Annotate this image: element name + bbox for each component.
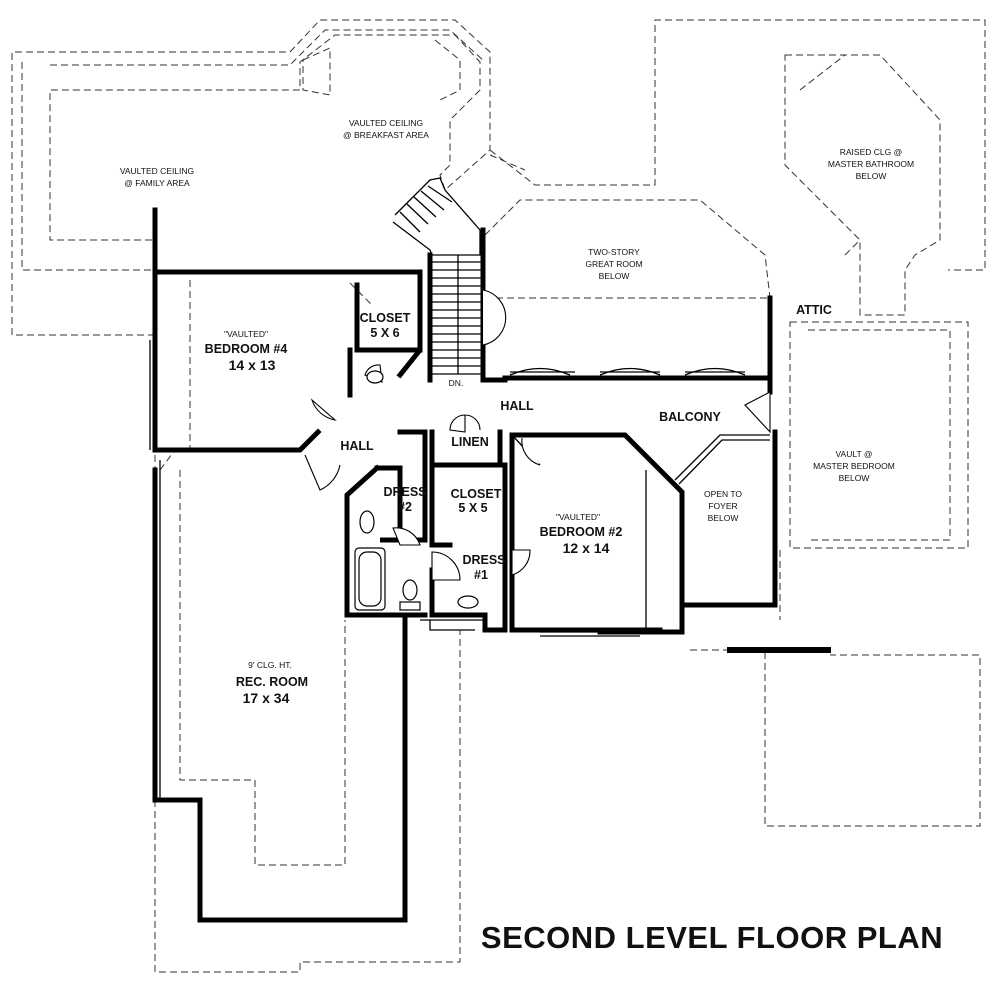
- vaulted-breakfast-line1: VAULTED CEILING: [349, 118, 423, 128]
- rec-room-name: REC. ROOM: [236, 675, 308, 689]
- detail-lines: [149, 177, 831, 800]
- attic-label: ATTIC: [796, 303, 832, 317]
- dress1-name: DRESS: [462, 553, 505, 567]
- bedroom4-name: BEDROOM #4: [205, 342, 288, 356]
- sink-closet: [366, 370, 384, 384]
- dress1-num: #1: [474, 568, 488, 582]
- raised-clg-line1: RAISED CLG @: [840, 147, 902, 157]
- closet2-door: [511, 549, 531, 576]
- balcony-door: [744, 391, 771, 434]
- linen-label: LINEN: [451, 435, 489, 449]
- foyer-line3: BELOW: [708, 513, 739, 523]
- rec-room-note: 9' CLG. HT.: [248, 660, 292, 670]
- rec-room-size: 17 x 34: [243, 690, 290, 706]
- closet-small-name: CLOSET: [451, 487, 502, 501]
- dress2-num: #2: [398, 500, 412, 514]
- bedroom4-door: [310, 398, 337, 421]
- bedroom2-note: "VAULTED": [556, 512, 600, 522]
- plan-title: SECOND LEVEL FLOOR PLAN: [481, 920, 943, 955]
- great-room-line3: BELOW: [599, 271, 630, 281]
- great-room-line1: TWO-STORY: [588, 247, 640, 257]
- doors: [304, 289, 771, 581]
- closet-main-size: 5 X 6: [370, 326, 399, 340]
- bedroom2-size: 12 x 14: [563, 540, 610, 556]
- linen-door: [449, 414, 481, 433]
- foyer-line2: FOYER: [708, 501, 737, 511]
- bedroom4-size: 14 x 13: [229, 357, 276, 373]
- dress2-door: [392, 527, 421, 546]
- vault-master-line2: MASTER BEDROOM: [813, 461, 895, 471]
- vaulted-ceiling-outlines: [11, 19, 986, 973]
- labels: VAULTED CEILING @ FAMILY AREA VAULTED CE…: [120, 118, 943, 955]
- toilet-dress2: [359, 510, 375, 534]
- walls: [152, 207, 778, 923]
- closet-small-size: 5 X 5: [458, 501, 487, 515]
- hall-door-left: [304, 454, 341, 491]
- hall-left-label: HALL: [340, 439, 374, 453]
- toilet-bath: [402, 579, 418, 601]
- sink-dress1: [457, 595, 479, 609]
- closet-main-name: CLOSET: [360, 311, 411, 325]
- hall-upper-label: HALL: [500, 399, 534, 413]
- raised-clg-line3: BELOW: [856, 171, 887, 181]
- vault-master-line1: VAULT @: [836, 449, 873, 459]
- vaulted-breakfast-line2: @ BREAKFAST AREA: [343, 130, 429, 140]
- bedroom2-door: [521, 437, 541, 466]
- great-room-line2: GREAT ROOM: [585, 259, 642, 269]
- dress1-door: [431, 551, 461, 581]
- fixtures: [354, 370, 479, 611]
- foyer-line1: OPEN TO: [704, 489, 742, 499]
- vaulted-family-line2: @ FAMILY AREA: [124, 178, 190, 188]
- stair-door: [482, 289, 507, 346]
- dress2-name: DRESS: [383, 485, 426, 499]
- vaulted-family-line1: VAULTED CEILING: [120, 166, 194, 176]
- stair-down-label: DN.: [449, 378, 464, 388]
- bedroom4-note: "VAULTED": [224, 329, 268, 339]
- bedroom2-name: BEDROOM #2: [540, 525, 623, 539]
- vault-master-line3: BELOW: [839, 473, 870, 483]
- raised-clg-line2: MASTER BATHROOM: [828, 159, 914, 169]
- balcony-label: BALCONY: [659, 410, 721, 424]
